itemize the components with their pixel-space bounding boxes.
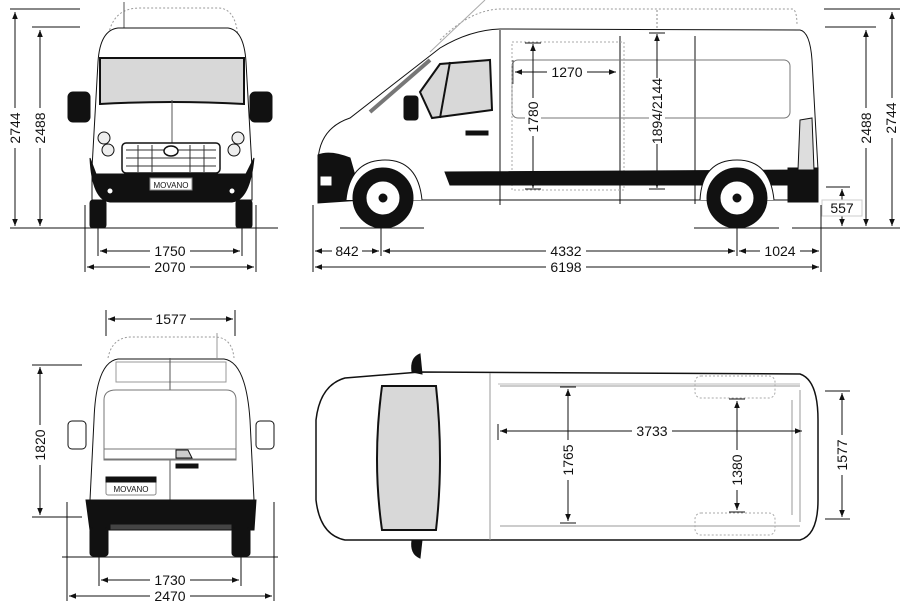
top-view: [315, 353, 850, 559]
load-length: 3733: [636, 423, 667, 439]
rear-door-height: 1820: [32, 429, 48, 460]
front-height-standard-roof: 2488: [32, 112, 48, 143]
top-rear-door-width: 1577: [834, 439, 850, 470]
front-height-high-roof: 2744: [7, 112, 23, 143]
side-height-high-roof: 2744: [883, 102, 899, 133]
front-body-width: 2070: [154, 259, 185, 275]
load-sill-height: 557: [830, 200, 854, 216]
side-door-height: 1780: [525, 101, 541, 132]
wheelbase: 4332: [550, 243, 581, 259]
top-dimension-labels: 3733 1765 1380 1577: [560, 423, 850, 490]
rear-dimension-labels: 1577 1820 1730 2470: [32, 311, 190, 604]
interior-height: 1894/2144: [649, 78, 665, 144]
rear-track: 1730: [154, 572, 185, 588]
width-between-arches: 1380: [729, 454, 745, 485]
front-badge: MOVANO: [154, 181, 189, 190]
rear-door-width: 1577: [155, 311, 186, 327]
load-width: 1765: [560, 444, 576, 475]
side-view: [312, 0, 900, 272]
overall-length: 6198: [550, 259, 581, 275]
width-with-mirrors: 2470: [154, 588, 185, 604]
rear-view: MOVANO: [32, 310, 278, 601]
side-height-standard-roof: 2488: [858, 112, 874, 143]
front-dimension-labels: 2744 2488 1750 2070: [7, 108, 190, 275]
rear-badge: MOVANO: [114, 485, 149, 494]
front-view: MOVANO: [10, 2, 278, 272]
side-dimension-labels: 842 4332 1024 6198 1270 1780 1894/2144 2…: [332, 64, 899, 275]
rear-overhang: 1024: [764, 243, 795, 259]
side-door-width: 1270: [551, 64, 582, 80]
front-track-width: 1750: [154, 243, 185, 259]
front-overhang: 842: [335, 243, 359, 259]
